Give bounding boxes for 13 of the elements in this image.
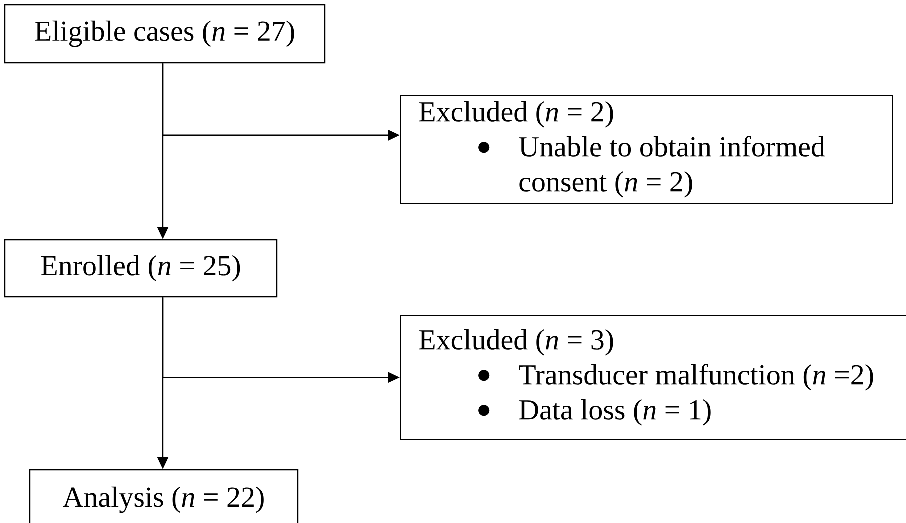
flow-box xyxy=(400,315,906,440)
box-text: Eligible cases (n = 27) xyxy=(35,20,294,48)
flow-box xyxy=(400,95,894,204)
flow-box xyxy=(4,4,326,64)
bullet-text: Unable to obtain informed consent (n = 2) xyxy=(519,136,826,198)
heading-text: Excluded (n = 3) xyxy=(419,329,614,356)
heading-text: Excluded (n = 2) xyxy=(419,101,614,128)
box-text: Enrolled (n = 25) xyxy=(41,255,240,282)
flow-box xyxy=(4,239,278,298)
box-text: Analysis (n = 22) xyxy=(63,486,264,514)
flow-box xyxy=(29,469,299,523)
bullet-text: Data loss (n = 1) xyxy=(519,399,711,426)
bullet-text: Transducer malfunction (n =2) xyxy=(519,364,874,391)
